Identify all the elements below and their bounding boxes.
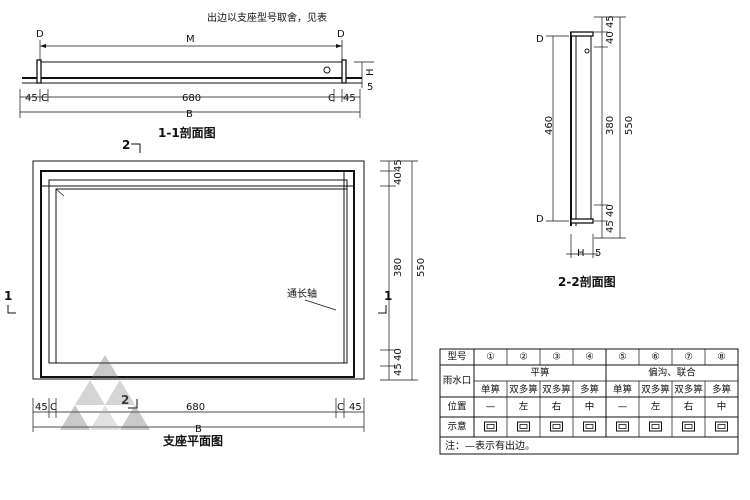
plan-dim-c-left: C <box>50 402 57 413</box>
table-sub-label: 单箅 <box>481 384 500 396</box>
table-sub-label: 双多箅 <box>641 384 670 396</box>
plan-section-mark-right: 1 <box>384 289 392 303</box>
section-2-2-dim-45-top: 45 <box>605 15 616 28</box>
section-1-1-title: 1-1剖面图 <box>158 125 216 140</box>
plan-dim-45-right: 45 <box>349 402 362 413</box>
table-position-value: — <box>618 402 628 413</box>
table-diagram-icon <box>550 421 563 432</box>
plan-section-mark-top: 2 <box>122 138 130 152</box>
plan-dim-40-top: 40 <box>393 172 404 185</box>
table-diagram-icon-inner <box>717 424 726 429</box>
table-model-number: ⑥ <box>651 352 660 363</box>
plan-dim-45-bottom: 45 <box>393 363 404 376</box>
dim-c-right: C <box>328 93 335 104</box>
section-2-2-dim-550: 550 <box>624 116 635 135</box>
table-position-value: 中 <box>717 401 727 413</box>
table-model-number: ③ <box>552 352 561 363</box>
table-position-value: 左 <box>651 401 661 413</box>
section-2-2-d-bottom: D <box>536 214 544 225</box>
table-diagram-icon <box>715 421 728 432</box>
section-2-2-dim-5: 5 <box>595 248 601 259</box>
table-position-value: — <box>486 402 496 413</box>
plan-dim-b: B <box>195 424 202 435</box>
dim-b-label: B <box>186 109 193 120</box>
table-group-offset: 偏沟、联合 <box>648 367 696 379</box>
plan-axis-label: 通长轴 <box>287 287 317 300</box>
section-2-2-dim-380: 380 <box>605 116 616 135</box>
plan-section-mark-left: 1 <box>4 289 12 303</box>
table-model-number: ⑦ <box>684 352 693 363</box>
table-model-number: ② <box>519 352 528 363</box>
section-2-2-title: 2-2剖面图 <box>558 274 616 289</box>
table-diagram-icon <box>682 421 695 432</box>
plan-title: 支座平面图 <box>162 433 223 448</box>
section-2-2-dim-40-bottom: 40 <box>605 204 616 217</box>
table-diagram-icon <box>616 421 629 432</box>
dim-c-left: C <box>41 93 48 104</box>
table-sub-label: 多箅 <box>580 384 599 396</box>
table-row-label-inlet: 雨水口 <box>443 375 472 387</box>
table-group-flat: 平箅 <box>530 367 549 379</box>
section-2-2-dim-40-top: 40 <box>605 31 616 44</box>
table-diagram-icon-inner <box>486 424 495 429</box>
watermark-logo <box>60 355 150 430</box>
table-diagram-icon-inner <box>585 424 594 429</box>
section-2-2-dim-h: H <box>577 248 585 259</box>
dim-h-label: H <box>365 68 376 76</box>
section-1-1: D D M H 5 45 C 680 C 45 B 1-1剖面图 <box>19 29 376 140</box>
table-sub-label: 多箅 <box>712 384 731 396</box>
table-diagram-icon <box>649 421 662 432</box>
section-2-2: D D 460 45 40 380 40 45 550 H 5 2-2剖面 <box>536 15 635 289</box>
table-sub-label: 单箅 <box>613 384 632 396</box>
spec-table: 型号 雨水口 位置 示意 平箅 偏沟、联合 注：—表示有出边。 ① ② ③ ④ ⑤ ⑥ ⑦ ⑧… <box>439 348 739 455</box>
table-model-number: ⑧ <box>717 352 726 363</box>
table-model-number: ① <box>486 352 495 363</box>
plan-section-mark-bottom: 2 <box>121 393 129 407</box>
dim-680-label: 680 <box>182 93 201 104</box>
plan-dim-40-bottom: 40 <box>393 348 404 361</box>
plan-dim-45-left: 45 <box>35 402 48 413</box>
table-position-value: 左 <box>519 401 529 413</box>
table-header-model: 型号 <box>447 352 466 363</box>
table-position-value: 右 <box>684 401 694 413</box>
top-note: 出边以支座型号取舍，见表 <box>207 11 327 24</box>
table-model-number: ⑤ <box>618 352 627 363</box>
table-sub-label: 双多箅 <box>509 384 538 396</box>
section-2-2-dim-460: 460 <box>544 116 555 135</box>
table-diagram-icon <box>517 421 530 432</box>
table-diagram-icon-inner <box>519 424 528 429</box>
table-diagram-icon <box>484 421 497 432</box>
table-diagram-icon <box>583 421 596 432</box>
table-model-number: ④ <box>585 352 594 363</box>
dim-45-right: 45 <box>343 93 356 104</box>
plan-dim-550: 550 <box>416 258 427 277</box>
table-position-value: 中 <box>585 401 595 413</box>
plan-view: 2 通长轴 1 1 2 45 40 380 40 45 550 <box>4 138 427 448</box>
table-diagram-icon-inner <box>651 424 660 429</box>
dim-45-left: 45 <box>25 93 38 104</box>
plan-dim-380: 380 <box>393 258 404 277</box>
plan-dim-45-top: 45 <box>393 159 404 172</box>
table-diagram-icon-inner <box>684 424 693 429</box>
plan-dim-680: 680 <box>186 402 205 413</box>
table-sub-label: 双多箅 <box>674 384 703 396</box>
table-row-label-position: 位置 <box>447 401 466 413</box>
table-position-value: 右 <box>552 401 562 413</box>
dim-5-label: 5 <box>367 82 373 93</box>
section-2-2-d-top: D <box>536 34 544 45</box>
table-note: 注：—表示有出边。 <box>445 439 535 452</box>
section-2-2-dim-45-bottom: 45 <box>605 220 616 233</box>
table-diagram-icon-inner <box>618 424 627 429</box>
section-1-1-d-left: D <box>36 29 44 40</box>
dim-m-label: M <box>186 34 195 45</box>
table-row-label-diagram: 示意 <box>447 421 466 433</box>
table-diagram-icon-inner <box>552 424 561 429</box>
table-sub-label: 双多箅 <box>542 384 571 396</box>
section-1-1-d-right: D <box>337 29 345 40</box>
plan-dim-c-right: C <box>337 402 344 413</box>
